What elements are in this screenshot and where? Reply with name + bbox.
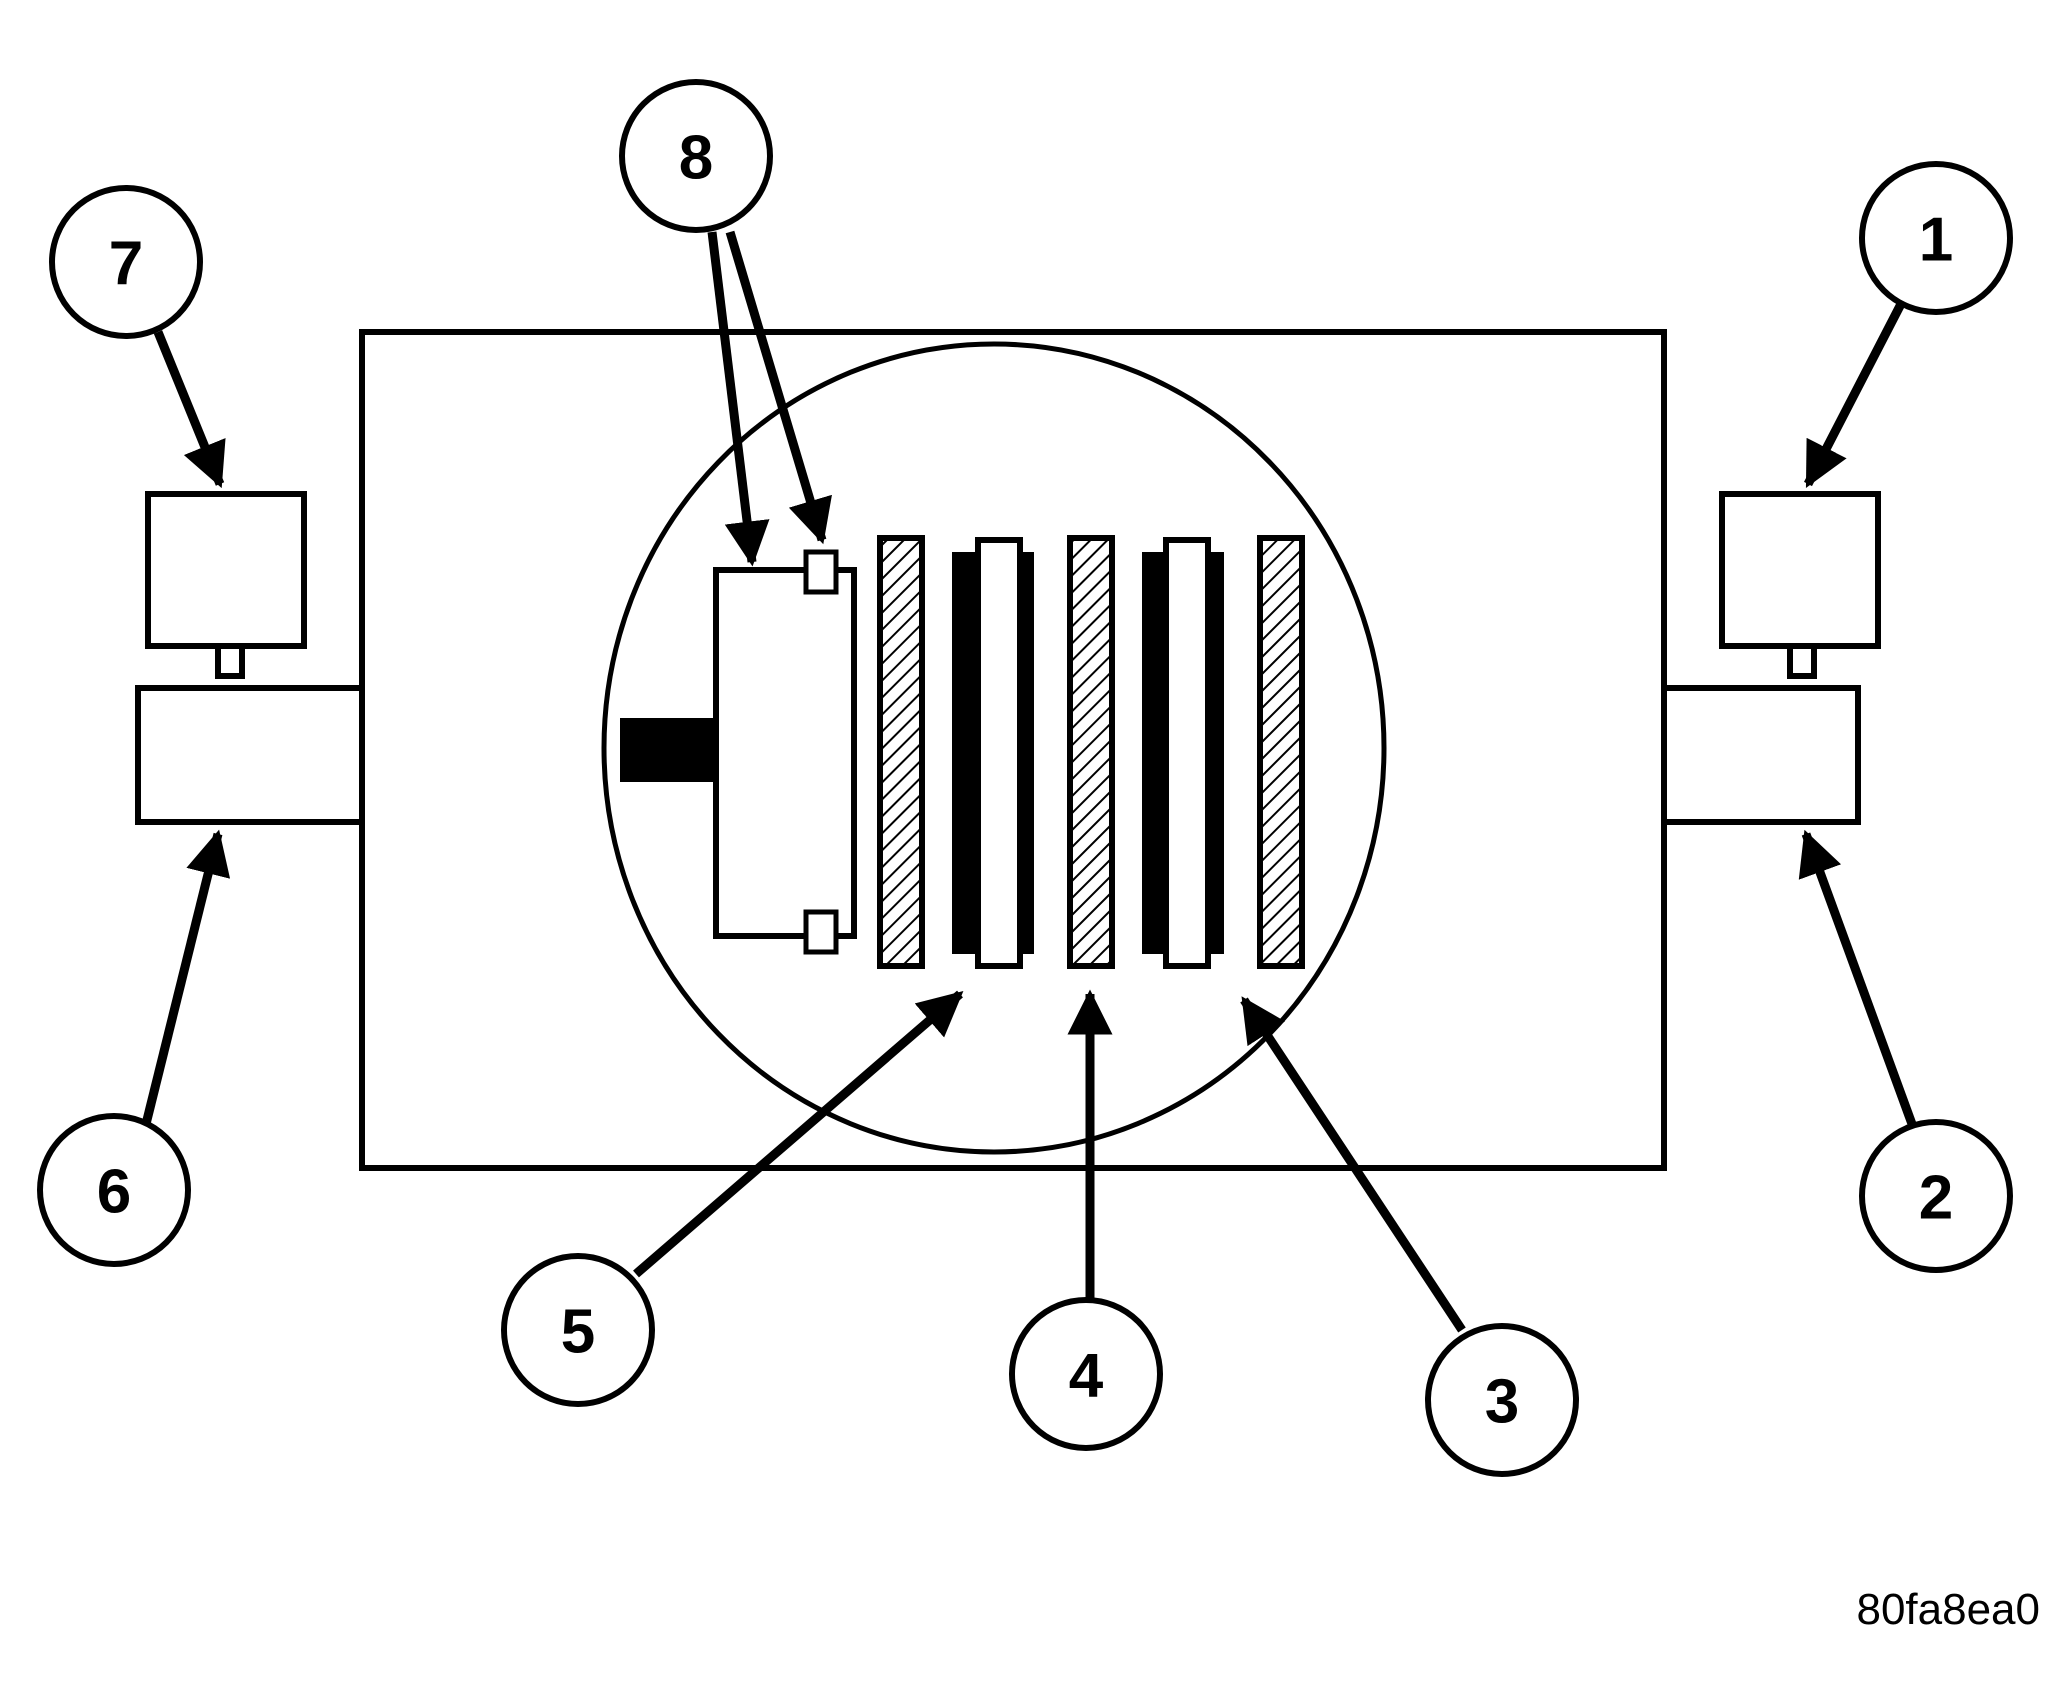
piston-seal-top (803, 549, 839, 595)
callout-label-5: 5 (561, 1298, 595, 1367)
left-sensor-box (145, 491, 307, 649)
callout-label-3: 3 (1485, 1368, 1519, 1437)
callout-circle-3 (1425, 1323, 1579, 1477)
callout-circle-1 (1859, 161, 2013, 315)
callout-circle-6 (37, 1113, 191, 1267)
callout-circle-2 (1859, 1119, 2013, 1273)
callout-label-8: 8 (679, 124, 713, 193)
leader-arrow-7 (153, 330, 226, 489)
reference-code: 80fa8ea0 (1856, 1585, 2040, 1634)
piston-seal-bottom (803, 909, 839, 955)
leader-arrow-3 (1240, 996, 1466, 1333)
leader-arrow-1 (1804, 299, 1906, 488)
callout-circle-7 (49, 185, 203, 339)
leader-arrow-2 (1798, 829, 1917, 1126)
leader-arrow-8a (707, 231, 770, 567)
callout-label-4: 4 (1069, 1342, 1104, 1411)
callout-circle-4 (1009, 1297, 1163, 1451)
piston (713, 567, 857, 939)
callout-label-1: 1 (1919, 206, 1953, 275)
leader-arrow-6 (141, 829, 231, 1126)
piston-rod (620, 718, 718, 782)
left-sensor-stem (215, 643, 245, 679)
leader-arrow-5 (633, 990, 964, 1278)
callout-circle-5 (501, 1253, 655, 1407)
friction-disc-2 (1163, 537, 1211, 969)
callout-circle-8 (619, 79, 773, 233)
steel-plate-hatched (1067, 535, 1115, 969)
pressure-plate-hatched-1 (877, 535, 925, 969)
left-shaft-housing (135, 685, 365, 825)
callout-label-7: 7 (109, 230, 143, 299)
right-sensor-box (1719, 491, 1881, 649)
callout-label-6: 6 (97, 1158, 131, 1227)
right-sensor-stem (1787, 643, 1817, 679)
friction-disc-1 (975, 537, 1023, 969)
leader-arrow-8b (725, 230, 832, 545)
reaction-plate-hatched (1257, 535, 1305, 969)
callout-label-2: 2 (1919, 1164, 1953, 1233)
right-shaft-housing (1661, 685, 1861, 825)
detail-circle (601, 341, 1387, 1155)
